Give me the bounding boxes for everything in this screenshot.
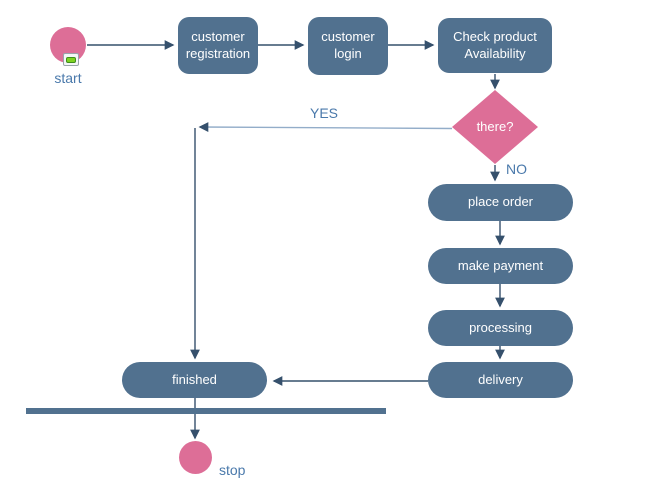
synchronization-bar (26, 408, 386, 414)
edge-label-no: NO (506, 161, 527, 177)
green-pill-icon (66, 56, 76, 63)
process-label: customer registration (185, 28, 251, 61)
process-customer-registration: customer registration (178, 17, 258, 74)
activity-label: processing (469, 319, 532, 335)
activity-processing: processing (428, 310, 573, 346)
activity-label: make payment (457, 257, 544, 273)
start-label: start (54, 70, 82, 86)
activity-finished: finished (122, 362, 267, 398)
activity-label: delivery (478, 371, 523, 387)
process-check-product-availability: Check product Availability (438, 18, 552, 73)
activity-place-order: place order (428, 184, 573, 221)
activity-make-payment: make payment (428, 248, 573, 284)
activity-label: place order (467, 194, 534, 210)
stop-label: stop (219, 462, 246, 478)
process-label: customer login (321, 29, 375, 61)
activity-delivery: delivery (428, 362, 573, 398)
edge-decision-yes-horizontal (198, 122, 453, 132)
stop-node (179, 441, 212, 474)
start-collapse-icon (63, 53, 79, 66)
process-customer-login: customer login (308, 17, 388, 75)
process-label: Check product Availability (453, 28, 537, 61)
edge-label-yes: YES (310, 105, 339, 121)
activity-label: finished (172, 371, 217, 387)
decision-label: there? (476, 118, 514, 134)
